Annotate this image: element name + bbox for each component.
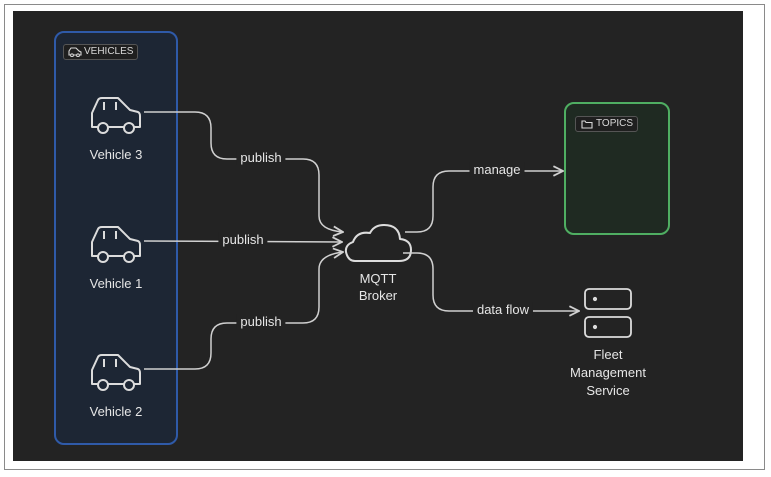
edge-publish-vehicle3 — [144, 111, 343, 232]
car-icon — [91, 354, 141, 391]
car-icon — [91, 226, 141, 263]
edge-manage — [405, 171, 563, 233]
diagram-svg — [54, 31, 670, 445]
topics-group-label: TOPICS — [596, 118, 634, 129]
car-icon — [68, 47, 82, 57]
diagram-canvas: VEHICLES TOPICS Vehicle 3 Vehicle 1 Vehi… — [13, 11, 743, 461]
edge-data-flow — [403, 252, 579, 311]
edge-publish-vehicle2 — [144, 252, 343, 370]
server-icon — [584, 288, 632, 338]
topics-group-box — [564, 102, 670, 235]
topics-group-chip: TOPICS — [575, 116, 639, 132]
fleet-label-line1: Fleet — [593, 347, 623, 362]
edge-label-publish-vehicle1: publish — [218, 232, 268, 247]
car-icon — [91, 97, 141, 134]
fleet-label-line2: Management — [570, 365, 646, 380]
edge-label-manage: manage — [469, 162, 525, 177]
vehicles-group-chip: VEHICLES — [63, 44, 139, 60]
edge-label-data-flow: data flow — [472, 302, 534, 317]
broker-label-line1: MQTT — [359, 271, 397, 286]
folder-icon — [581, 120, 593, 129]
vehicle-1-label: Vehicle 1 — [89, 276, 143, 291]
edge-label-publish-vehicle2: publish — [236, 314, 286, 329]
vehicles-group-label: VEHICLES — [84, 46, 134, 57]
broker-label-line2: Broker — [358, 288, 398, 303]
cloud-icon — [344, 224, 412, 262]
edge-label-publish-vehicle3: publish — [236, 150, 286, 165]
fleet-label-line3: Service — [586, 383, 630, 398]
vehicle-2-label: Vehicle 2 — [89, 404, 143, 419]
vehicle-3-label: Vehicle 3 — [89, 147, 143, 162]
